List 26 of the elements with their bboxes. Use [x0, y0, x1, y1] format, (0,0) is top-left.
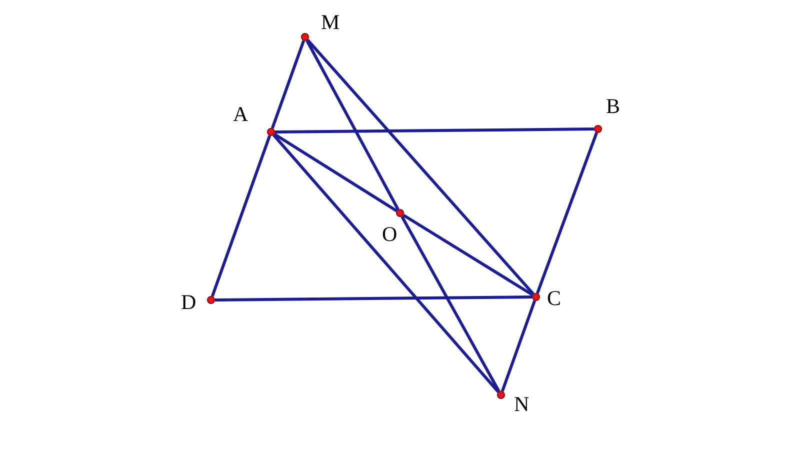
point-label: A	[233, 104, 248, 125]
line-segment	[500, 300, 536, 392]
point-dot	[207, 296, 215, 304]
line-segment	[210, 135, 272, 297]
point-label: O	[382, 224, 398, 245]
line-segment	[402, 214, 534, 296]
point-dot	[396, 209, 404, 217]
line-segment	[306, 40, 400, 210]
point-dot	[267, 128, 275, 136]
line-segment	[400, 216, 500, 392]
point-label: B	[606, 96, 620, 117]
point-label: D	[181, 292, 196, 313]
line-segment	[274, 128, 594, 134]
line-segment	[306, 39, 534, 295]
point-dot	[532, 293, 540, 301]
line-segment	[214, 296, 532, 302]
point-dot	[594, 125, 602, 133]
line-segment	[270, 40, 306, 129]
point-dot	[497, 391, 505, 399]
line-segment	[274, 132, 398, 212]
line-segment	[536, 132, 598, 294]
point-dot	[301, 33, 309, 41]
point-label: C	[547, 288, 562, 309]
point-label: M	[321, 12, 340, 33]
point-label: N	[514, 394, 530, 415]
line-segment	[272, 134, 500, 393]
